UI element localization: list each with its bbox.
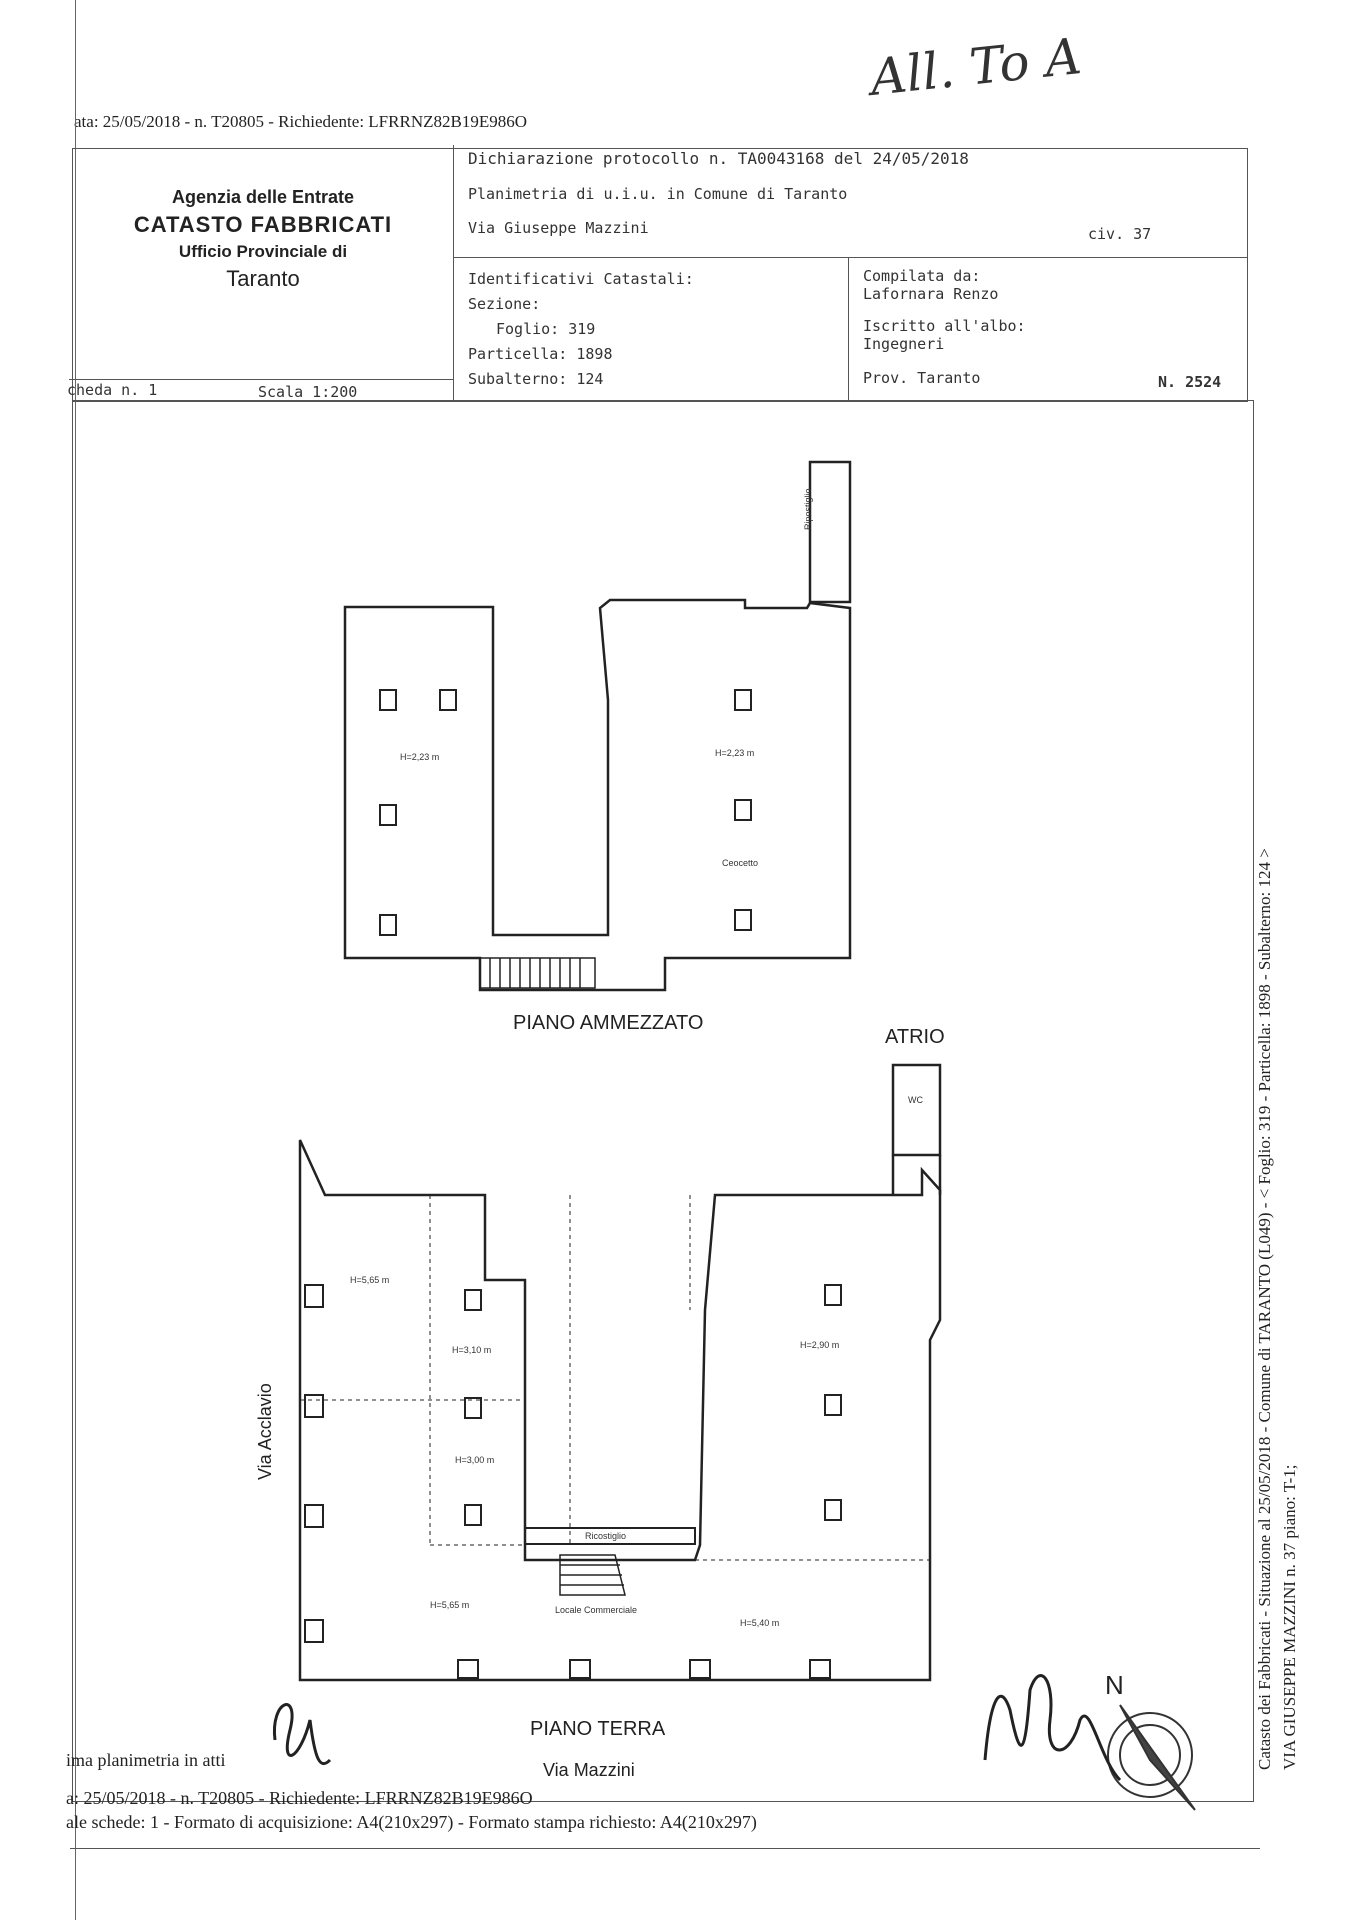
agency-name: Agenzia delle Entrate [171, 187, 355, 207]
signature-left [272, 1703, 332, 1766]
upper-staircase [479, 957, 596, 989]
wc-room [891, 1063, 942, 1157]
planimetry-text: Planimetria di u.i.u. in Comune di Taran… [468, 185, 848, 203]
room-label-ripostiglio: Ripostiglio [803, 488, 813, 530]
transmission-line: ata: 25/05/2018 - n. T20805 - Richiedent… [74, 112, 527, 131]
scale: Scala 1:200 [258, 383, 358, 401]
street-bottom: Via Mazzini [543, 1760, 635, 1780]
province: Prov. Taranto [863, 369, 981, 387]
compiler-block: Compilata da: Lafornara Renzo Iscritto a… [863, 267, 1026, 353]
registered-label: Iscritto all'albo: [863, 317, 1026, 335]
upper-floor-title: PIANO AMMEZZATO [513, 1012, 704, 1034]
room-height-4: H=2,90 m [800, 1340, 840, 1350]
footer-divider [70, 1848, 1260, 1849]
north-label: N [1105, 1670, 1124, 1700]
street-left: Via Acclavio [255, 1383, 275, 1480]
agency-office: Ufficio Provinciale di [178, 242, 348, 261]
lower-staircase [559, 1554, 626, 1596]
compass-icon [1107, 1704, 1196, 1811]
sezione: Sezione: [468, 295, 541, 313]
room-height-1: H=5,65 m [350, 1275, 390, 1285]
wc-label: WC [908, 1095, 923, 1105]
scheda-number: cheda n. 1 [67, 381, 158, 399]
address-text: Via Giuseppe Mazzini [468, 219, 649, 237]
agency-catasto: CATASTO FABBRICATI [133, 212, 393, 237]
lower-pillars [304, 1284, 842, 1679]
footer-format: ale schede: 1 - Formato di acquisizione:… [66, 1812, 757, 1832]
identifiers-title: Identificativi Catastali: [468, 270, 694, 288]
side-text-address: VIA GIUSEPPE MAZZINI n. 37 piano: T-1; [1280, 1464, 1299, 1770]
room-height-left: H=2,23 m [400, 752, 440, 762]
identifiers-block: Identificativi Catastali: Sezione: Fogli… [468, 267, 694, 392]
subalterno: Subalterno: 124 [468, 370, 604, 388]
profession: Ingegneri [863, 335, 945, 353]
agency-block: Agenzia delle Entrate CATASTO FABBRICATI… [113, 187, 413, 292]
footer-transmission: a: 25/05/2018 - n. T20805 - Richiedente:… [66, 1788, 533, 1808]
header-box: Agenzia delle Entrate CATASTO FABBRICATI… [67, 145, 1248, 402]
left-margin-line [75, 0, 76, 1920]
declaration-text: Dichiarazione protocollo n. TA0043168 de… [468, 149, 969, 168]
room-height-3: H=3,00 m [455, 1455, 495, 1465]
lower-floor-plan [298, 1063, 942, 1682]
foglio: Foglio: 319 [496, 320, 596, 338]
lower-floor-title: PIANO TERRA [530, 1718, 666, 1740]
room-height-2: H=3,10 m [452, 1345, 492, 1355]
room-height-5: H=5,65 m [430, 1600, 470, 1610]
room-height-right: H=2,23 m [715, 748, 755, 758]
compiler-name: Lafornara Renzo [863, 285, 999, 303]
agency-city: Taranto [226, 266, 300, 291]
civic-number: civ. 37 [1088, 225, 1152, 243]
registration-number: N. 2524 [1158, 373, 1222, 391]
internal-partitions [300, 1195, 930, 1561]
upper-floor-plan [343, 460, 852, 992]
compiled-by-label: Compilata da: [863, 267, 981, 285]
ripostiglio-strip [524, 1527, 696, 1545]
particella: Particella: 1898 [468, 345, 613, 363]
room-label-ceocetto: Ceocetto [722, 858, 759, 868]
upper-pillars [379, 689, 752, 936]
atrio-label: ATRIO [885, 1026, 945, 1048]
signature-right [983, 1674, 1122, 1782]
locale-commerciale-label: Locale Commerciale [555, 1605, 638, 1615]
room-height-6: H=5,40 m [740, 1618, 780, 1628]
last-planimetry-note: ima planimetria in atti [66, 1750, 226, 1770]
side-text-main: Catasto dei Fabbricati - Situazione al 2… [1255, 848, 1274, 1770]
ripostiglio-room [808, 460, 852, 604]
ricostiglio-label: Ricostiglio [585, 1531, 627, 1541]
sheet-frame [72, 400, 1254, 1802]
